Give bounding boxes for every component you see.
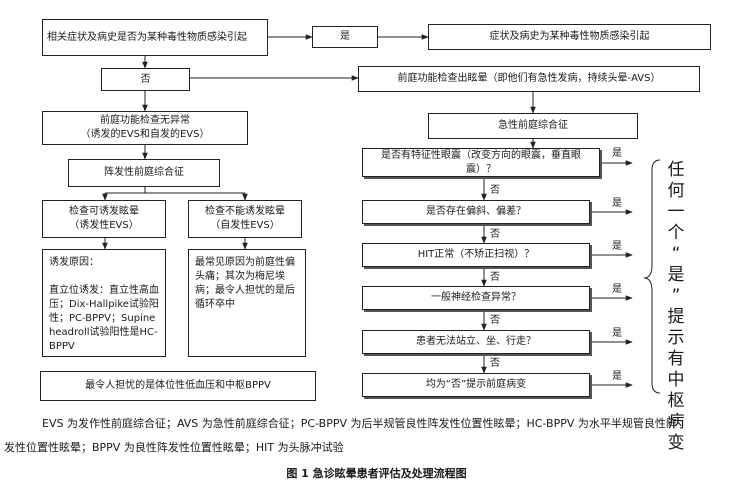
label-yes-2: 是 xyxy=(612,198,622,209)
node-triggered-causes: 诱发原因： 直立位诱发：直立性高血压；Dix-Hallpike试验阳性；PC-B… xyxy=(42,249,166,357)
yes-bracket xyxy=(643,159,661,394)
label-no-5: 否 xyxy=(490,358,500,369)
label-yes-6: 是 xyxy=(612,371,622,382)
label-yes-1: 是 xyxy=(612,148,622,159)
label-no-2: 否 xyxy=(490,229,500,240)
figure-caption: 图 1 急诊眩晕患者评估及处理流程图 xyxy=(286,467,467,480)
node-nystagmus-question: 是否有特征性眼震（改变方向的眼震，垂直眼震）？ xyxy=(362,148,600,177)
node-not-triggered: 检查不能诱发眩晕 （自发性EVS） xyxy=(188,200,302,238)
label-no-4: 否 xyxy=(490,315,500,326)
node-yes: 是 xyxy=(312,26,378,48)
node-toxic-result: 症状及病史为某种毒性物质感染引起 xyxy=(428,24,711,50)
node-episodic: 阵发性前庭综合征 xyxy=(68,159,220,187)
node-hit-question: HIT正常（不矫正扫视）？ xyxy=(362,243,590,267)
node-acute: 急性前庭综合征 xyxy=(428,113,638,139)
node-no: 否 xyxy=(101,68,190,91)
node-no-abnormal: 前庭功能检查无异常 （诱发的EVS和自发的EVS） xyxy=(42,111,248,145)
node-triggered: 检查可诱发眩晕 （诱发性EVS） xyxy=(42,200,166,238)
node-all-no: 均为“否”提示前庭病变 xyxy=(362,373,590,397)
node-toxic-question: 相关症状及病史是否为某种毒性物质感染引起 xyxy=(42,19,268,56)
label-no-3: 否 xyxy=(490,272,500,283)
footnote-line-2: 发性位置性眩晕；BPPV 为良性阵发性位置性眩晕；HIT 为头脉冲试验 xyxy=(4,441,344,454)
central-lesion-note: 任 何 一 个 “ 是 ” 提 示 有 中 枢 病 变 xyxy=(667,160,685,453)
node-neuro-question: 一般神经检查异常？ xyxy=(362,286,590,310)
label-yes-3: 是 xyxy=(612,241,622,252)
node-avs: 前庭功能检查出眩晕（即他们有急性发病，持续头晕-AVS） xyxy=(358,66,700,92)
node-worry: 最令人担忧的是体位性低血压和中枢BPPV xyxy=(40,371,316,401)
node-stand-question: 患者无法站立、坐、行走？ xyxy=(362,330,590,354)
node-spontaneous-causes: 最常见原因为前庭性偏头痛；其次为梅尼埃病；最令人担忧的是后循环卒中 xyxy=(188,249,306,357)
label-yes-5: 是 xyxy=(612,328,622,339)
footnote-line-1: EVS 为发作性前庭综合征；AVS 为急性前庭综合征；PC-BPPV 为后半规管… xyxy=(42,417,677,430)
label-no-1: 否 xyxy=(490,185,500,196)
label-yes-4: 是 xyxy=(612,284,622,295)
node-skew-question: 是否存在偏斜、偏差？ xyxy=(362,200,590,224)
